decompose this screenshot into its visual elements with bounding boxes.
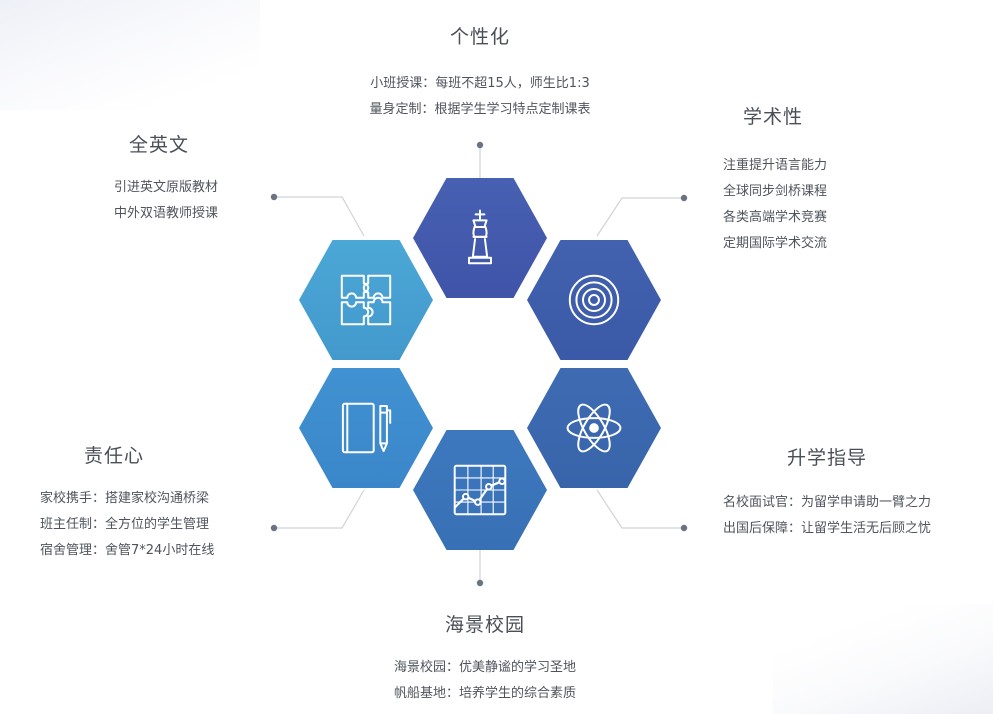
block-responsibility: 责任心 家校携手：搭建家校沟通桥梁 班主任制：全方位的学生管理 宿舍管理：舍管7… — [40, 441, 280, 564]
line-personalization-1: 小班授课：每班不超15人，师生比1:3 — [370, 76, 590, 91]
title-admission: 升学指导 — [787, 447, 868, 469]
puzzle-icon — [340, 274, 392, 326]
block-personalization: 个性化 小班授课：每班不超15人，师生比1:3 量身定制：根据学生学习特点定制课… — [330, 22, 630, 123]
dot-english — [270, 193, 278, 201]
line-personalization-2: 量身定制：根据学生学习特点定制课表 — [369, 102, 591, 117]
title-personalization: 个性化 — [449, 26, 510, 48]
line-responsibility-2: 班主任制：全方位的学生管理 — [40, 517, 210, 532]
line-responsibility-1: 家校携手：搭建家校沟通桥梁 — [40, 491, 210, 506]
title-english: 全英文 — [129, 134, 190, 156]
hex-english — [299, 240, 433, 360]
line-responsibility-3: 宿舍管理：舍管7*24小时在线 — [40, 543, 215, 558]
line-academic-3: 各类高端学术竞赛 — [723, 210, 828, 225]
chess-king-icon — [468, 209, 492, 265]
dot-campus — [476, 579, 484, 587]
block-english: 全英文 引进英文原版教材 中外双语教师授课 — [114, 130, 294, 227]
background-shade-top-left — [0, 0, 260, 110]
dot-personalization — [476, 141, 484, 149]
block-admission: 升学指导 名校面试官：为留学申请助一臂之力 出国后保障：让留学生活无后顾之忧 — [723, 443, 983, 542]
connector-admission — [596, 489, 684, 529]
dot-academic — [680, 194, 688, 202]
connector-english — [274, 196, 365, 237]
background-shade-bottom-right — [773, 604, 993, 714]
dot-admission — [680, 524, 688, 532]
line-admission-1: 名校面试官：为留学申请助一臂之力 — [723, 495, 932, 510]
line-campus-2: 帆船基地：培养学生的综合素质 — [393, 686, 576, 701]
line-chart-icon — [453, 464, 507, 516]
title-academic: 学术性 — [743, 106, 804, 128]
title-responsibility: 责任心 — [84, 445, 145, 467]
block-academic: 学术性 注重提升语言能力 全球同步剑桥课程 各类高端学术竞赛 定期国际学术交流 — [723, 102, 923, 257]
connector-responsibility — [274, 489, 365, 529]
line-academic-2: 全球同步剑桥课程 — [723, 184, 828, 199]
line-english-1: 引进英文原版教材 — [114, 180, 219, 195]
line-academic-1: 注重提升语言能力 — [723, 158, 828, 173]
block-campus: 海景校园 海景校园：优美静谧的学习圣地 帆船基地：培养学生的综合素质 — [340, 610, 630, 707]
hex-responsibility — [299, 368, 433, 488]
dot-responsibility — [270, 524, 278, 532]
atom-icon — [566, 403, 622, 453]
notebook-pen-icon — [341, 402, 392, 454]
target-icon — [568, 274, 620, 326]
line-academic-4: 定期国际学术交流 — [723, 236, 828, 251]
line-campus-1: 海景校园：优美静谧的学习圣地 — [393, 660, 576, 675]
connector-academic — [596, 197, 684, 237]
line-english-2: 中外双语教师授课 — [114, 206, 219, 221]
title-campus: 海景校园 — [444, 614, 525, 636]
line-admission-2: 出国后保障：让留学生活无后顾之忧 — [723, 521, 932, 536]
